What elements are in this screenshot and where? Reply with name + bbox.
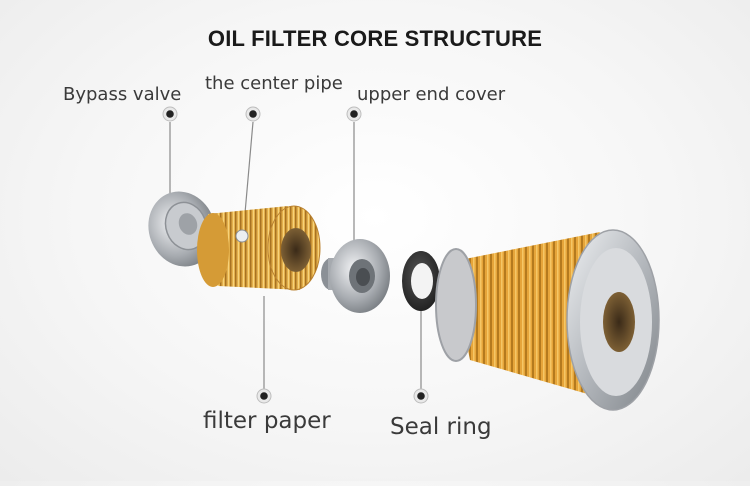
callout-dot-upper-end-cover: [346, 106, 362, 122]
callout-dot-filter-paper: [256, 388, 272, 404]
filter-paper-part: [435, 229, 660, 411]
label-center-pipe: the center pipe: [205, 73, 343, 94]
seal-ring-part: [402, 251, 440, 311]
label-bypass-valve: Bypass valve: [63, 84, 182, 105]
center-pipe-part: [197, 205, 321, 291]
callout-dot-bypass-valve: [162, 106, 178, 122]
upper-end-cover-part: [321, 239, 390, 313]
label-upper-end-cover: upper end cover: [357, 84, 506, 105]
callout-dot-center-pipe: [245, 106, 261, 122]
callout-dot-seal-ring: [413, 388, 429, 404]
label-filter-paper: filter paper: [203, 408, 331, 434]
label-seal-ring: Seal ring: [390, 414, 492, 440]
diagram-title: OIL FILTER CORE STRUCTURE: [207, 26, 543, 51]
callout-markers: [162, 106, 429, 404]
